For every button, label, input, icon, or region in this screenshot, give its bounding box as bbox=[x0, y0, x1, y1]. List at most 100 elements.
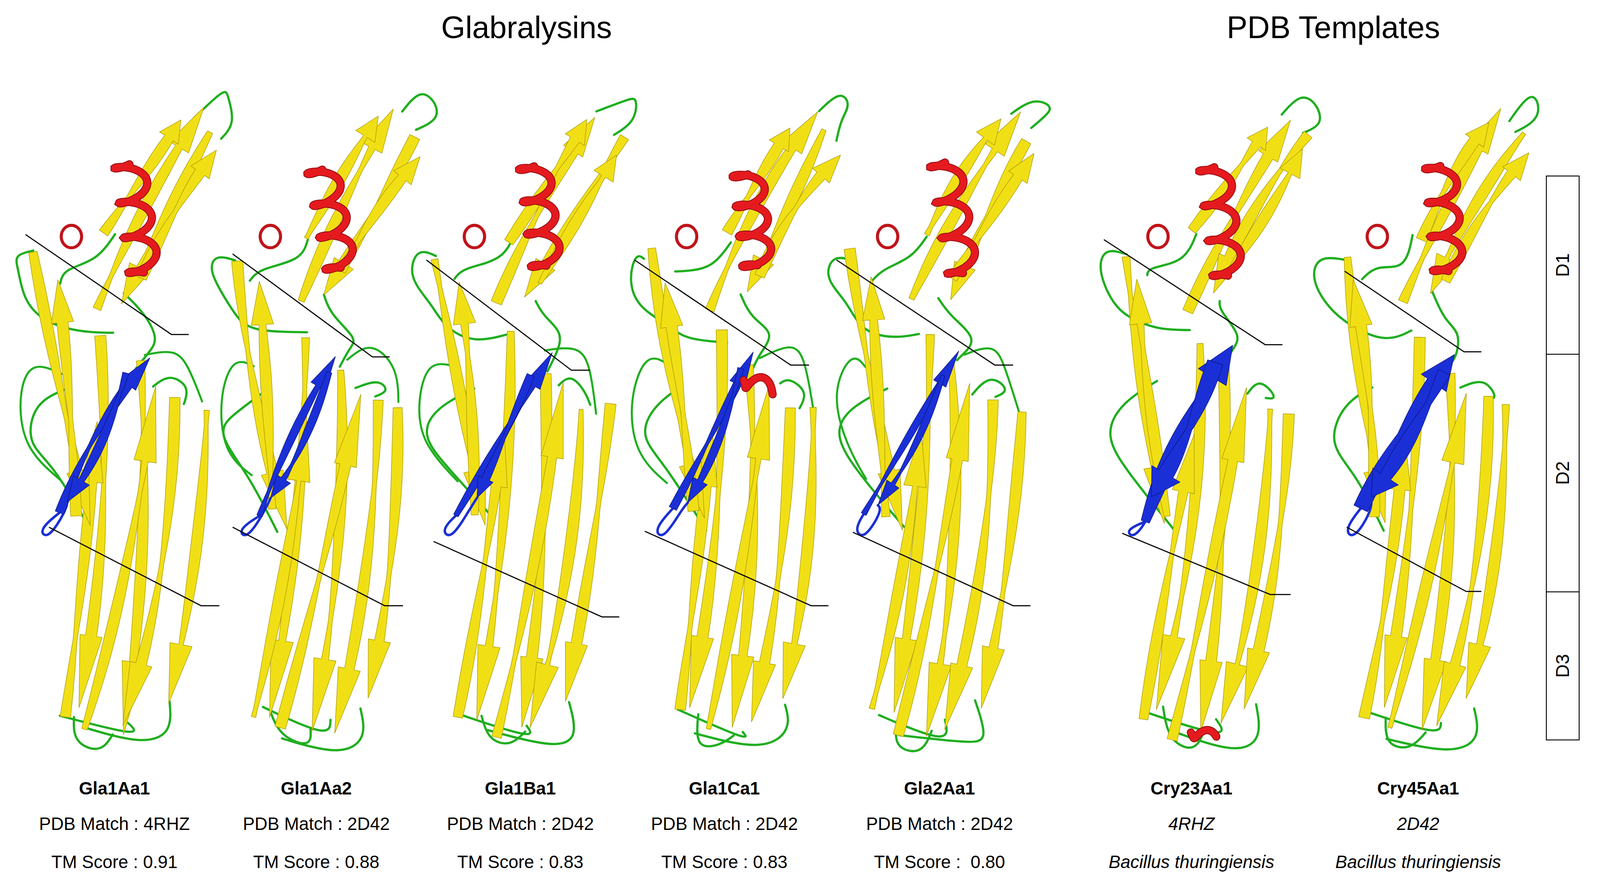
helix-end-on bbox=[676, 225, 697, 248]
helix-end-on bbox=[1147, 225, 1169, 248]
loop-coil bbox=[1147, 234, 1197, 276]
beta-strand bbox=[93, 107, 205, 311]
pdb-match: PDB Match : 2D42 bbox=[446, 813, 594, 835]
domain-boundary-line bbox=[25, 234, 189, 335]
loop-coil bbox=[323, 294, 354, 368]
protein-name: Cry23Aa1 bbox=[1150, 778, 1233, 799]
helix-outline bbox=[743, 377, 773, 395]
beta-strand bbox=[1244, 413, 1295, 710]
tm-score: TM Score : 0.83 bbox=[457, 852, 584, 873]
organism-name: Bacillus thuringiensis bbox=[1108, 852, 1275, 873]
domain-band: D2 bbox=[1545, 354, 1580, 593]
loop-coil bbox=[60, 234, 116, 284]
alpha-helix bbox=[1199, 167, 1241, 276]
beta-hairpin bbox=[1371, 369, 1451, 498]
beta-hairpin bbox=[1353, 354, 1455, 512]
loop-coil bbox=[596, 98, 637, 135]
pdb-id: 4RHZ bbox=[1168, 813, 1215, 835]
pdb-match: PDB Match : 4RHZ bbox=[39, 813, 190, 835]
pdb-id: 2D42 bbox=[1396, 813, 1440, 835]
beta-hairpin bbox=[476, 373, 535, 499]
protein-ribbon bbox=[412, 98, 637, 745]
beta-strand bbox=[99, 119, 181, 236]
protein-name: Cry45Aa1 bbox=[1377, 778, 1460, 799]
helix-end-on bbox=[260, 225, 281, 248]
domain-boundary-line bbox=[853, 532, 1031, 607]
domain-label: D2 bbox=[1552, 461, 1574, 486]
loop-coil bbox=[879, 715, 948, 737]
helix-outline bbox=[518, 166, 560, 268]
domain-label: D1 bbox=[1552, 253, 1574, 278]
loop-coil bbox=[631, 358, 668, 484]
beta-strand bbox=[981, 412, 1027, 709]
loop-coil bbox=[249, 239, 308, 281]
loop-coil bbox=[1011, 101, 1050, 129]
protein-ribbon bbox=[211, 94, 437, 751]
helix-outline bbox=[732, 174, 772, 268]
beta-strand bbox=[1436, 396, 1494, 727]
domain-boundary-line bbox=[232, 254, 390, 358]
protein-name: Gla2Aa1 bbox=[904, 778, 975, 799]
pdb-match: PDB Match : 2D42 bbox=[650, 813, 798, 835]
loop-coil bbox=[263, 707, 331, 732]
pdb-match: PDB Match : 2D42 bbox=[865, 813, 1013, 835]
domain-boundary-line bbox=[433, 541, 620, 618]
beta-strand bbox=[1466, 404, 1510, 699]
helix-end-on bbox=[464, 225, 485, 248]
loop-coil bbox=[355, 382, 386, 397]
protein-name: Gla1Ba1 bbox=[484, 778, 556, 799]
loop-coil bbox=[270, 712, 311, 744]
beta-hairpin bbox=[861, 351, 960, 516]
loop-coil bbox=[402, 94, 437, 130]
domain-boundary-line bbox=[836, 260, 1014, 366]
protein-name: Gla1Aa2 bbox=[280, 778, 352, 799]
helix-end-on bbox=[877, 225, 898, 248]
loop-coil bbox=[1364, 711, 1441, 731]
domain-boundary-line bbox=[644, 531, 829, 606]
domain-boundaries bbox=[25, 234, 1482, 618]
alpha-helix bbox=[732, 174, 772, 268]
loop-coil bbox=[1247, 383, 1274, 399]
panel-heading: PDB Templates bbox=[1226, 9, 1440, 46]
helix-outline bbox=[930, 162, 975, 275]
beta-hairpin bbox=[270, 371, 332, 499]
beta-hairpin bbox=[687, 367, 744, 504]
loop-coil bbox=[938, 298, 972, 361]
beta-strand bbox=[121, 130, 213, 305]
domain-boundary-line bbox=[48, 527, 220, 606]
domain-boundary-line bbox=[1104, 239, 1283, 346]
protein-ribbon bbox=[631, 95, 848, 747]
helix-outline bbox=[1191, 730, 1217, 739]
beta-strand bbox=[368, 407, 404, 699]
beta-hairpin bbox=[877, 375, 945, 506]
beta-hairpin bbox=[1151, 360, 1223, 498]
beta-strand bbox=[530, 409, 584, 728]
beta-strand bbox=[168, 410, 210, 704]
helix-end-on bbox=[61, 225, 82, 248]
protein-ribbon bbox=[828, 101, 1050, 752]
domain-band: D3 bbox=[1545, 592, 1580, 741]
beta-strand bbox=[524, 134, 629, 298]
beta-strand bbox=[1416, 122, 1490, 243]
protein-ribbon bbox=[1313, 97, 1538, 751]
beta-strand bbox=[705, 111, 818, 312]
domain-boundary-line bbox=[426, 260, 590, 371]
pdb-match: PDB Match : 2D42 bbox=[242, 813, 390, 835]
domain-boundary-line bbox=[232, 527, 403, 606]
beta-hairpin bbox=[1141, 345, 1233, 524]
loop-coil bbox=[419, 364, 458, 482]
beta-strand bbox=[1183, 120, 1291, 315]
alpha-helix bbox=[114, 164, 157, 273]
loop-coil bbox=[1431, 290, 1459, 370]
beta-hairpin bbox=[55, 357, 150, 515]
beta-strand bbox=[782, 407, 817, 700]
alpha-helix bbox=[930, 162, 975, 275]
beta-hairpin bbox=[453, 352, 553, 517]
protein-ribbon bbox=[1100, 97, 1320, 749]
helix-outline bbox=[1199, 167, 1241, 276]
loop-coil bbox=[347, 348, 399, 403]
beta-hairpin bbox=[67, 372, 130, 503]
loop-coil bbox=[972, 380, 1006, 398]
